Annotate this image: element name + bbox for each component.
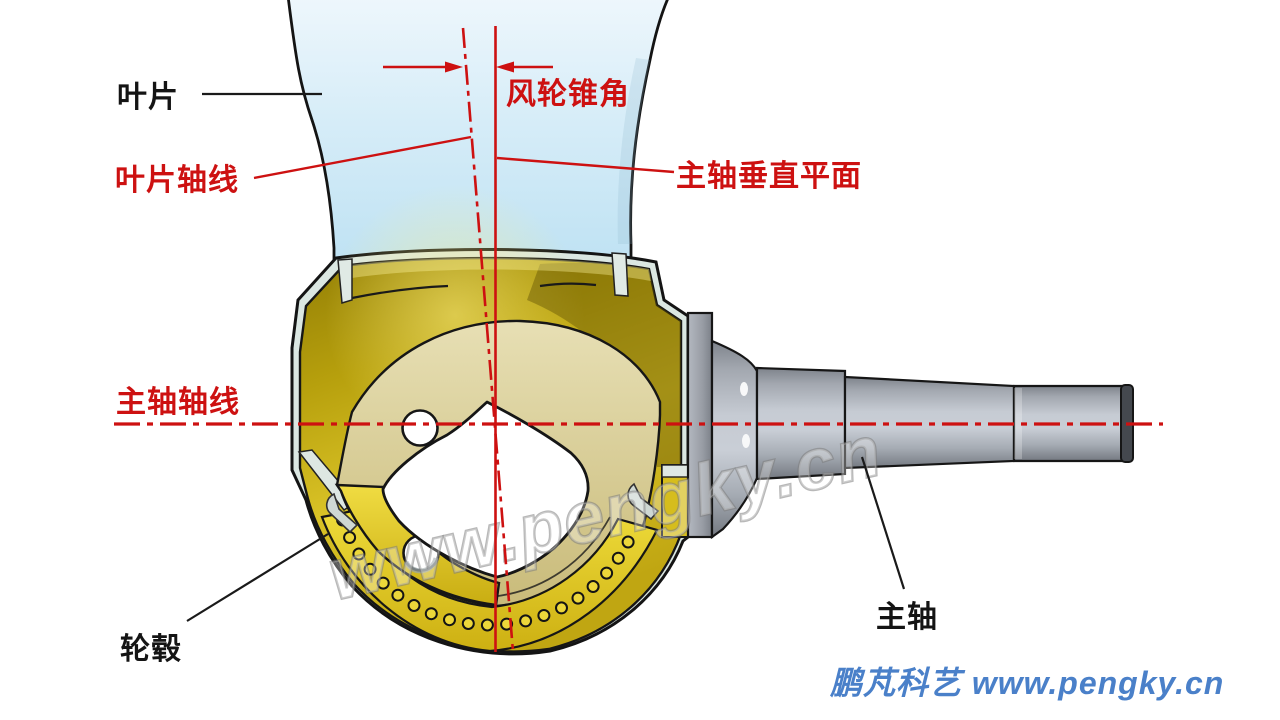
shaft-axis-label: 主轴轴线 <box>116 386 240 419</box>
flange-ring <box>320 508 659 653</box>
leader-lines <box>186 92 906 622</box>
bearing-band-highlight <box>343 258 651 281</box>
shaft-specular-1 <box>740 382 748 396</box>
construction-lines <box>114 26 1163 653</box>
hub-label: 轮毂 <box>120 633 182 666</box>
bolt-hole <box>571 591 585 605</box>
hub-leader <box>186 533 329 622</box>
blade-label: 叶片 <box>117 81 179 114</box>
vertical-plane-leader <box>496 156 675 174</box>
clip-right <box>627 482 660 521</box>
main-shaft-leader <box>860 456 906 590</box>
hub-small-hole <box>401 409 439 447</box>
band-panel-line-left <box>351 284 449 300</box>
cone-angle-arrowhead-left <box>445 61 463 73</box>
main-shaft-label: 主轴 <box>876 601 938 634</box>
bolt-hole <box>424 607 438 621</box>
bolt-hole <box>391 588 405 602</box>
bolt-hole <box>555 601 568 615</box>
blade-axis-leader <box>253 135 472 180</box>
hub-center-bore <box>381 400 590 579</box>
bolt-hole <box>352 547 366 561</box>
bolt-hole <box>621 535 635 549</box>
hub-illustration <box>290 185 690 656</box>
wedge-bore-hole-shadow <box>403 557 439 574</box>
bolt-hole <box>363 562 377 576</box>
bolt-hole <box>461 617 475 630</box>
bolt-hole <box>407 599 421 612</box>
bolt-hole <box>480 618 494 632</box>
blade-axis-label: 叶片轴线 <box>115 164 239 197</box>
blade-axis-line <box>461 27 515 653</box>
band-panel-line-right <box>539 282 597 288</box>
bolt-hole <box>600 566 614 580</box>
hub-face-shadow <box>527 262 681 467</box>
clip-left <box>325 492 359 534</box>
bolt-hole <box>611 551 625 565</box>
shaft-barrel-1 <box>755 366 847 481</box>
shaft-specular-2 <box>742 434 750 448</box>
labels: 叶片 叶片轴线 风轮锥角 主轴垂直平面 主轴轴线 轮毂 主轴 鹏芃科艺 www.… <box>115 78 1224 701</box>
bolt-hole <box>537 609 551 622</box>
band-strip-right <box>611 252 629 297</box>
bolt-hole <box>443 613 456 627</box>
shaft-vertical-plane-label: 主轴垂直平面 <box>676 160 862 193</box>
band-strip-left <box>337 258 353 304</box>
bolt-hole <box>376 576 390 590</box>
blade-edge-shade <box>617 58 650 244</box>
bolt-hole <box>586 580 600 593</box>
footer-brand-watermark: 鹏芃科艺 www.pengky.cn <box>829 665 1224 701</box>
rotor-cone-angle-label: 风轮锥角 <box>506 78 630 111</box>
shaft-step-highlight <box>1014 388 1022 459</box>
bolt-hole <box>519 614 533 628</box>
cone-angle-arrowhead-right <box>496 61 514 73</box>
